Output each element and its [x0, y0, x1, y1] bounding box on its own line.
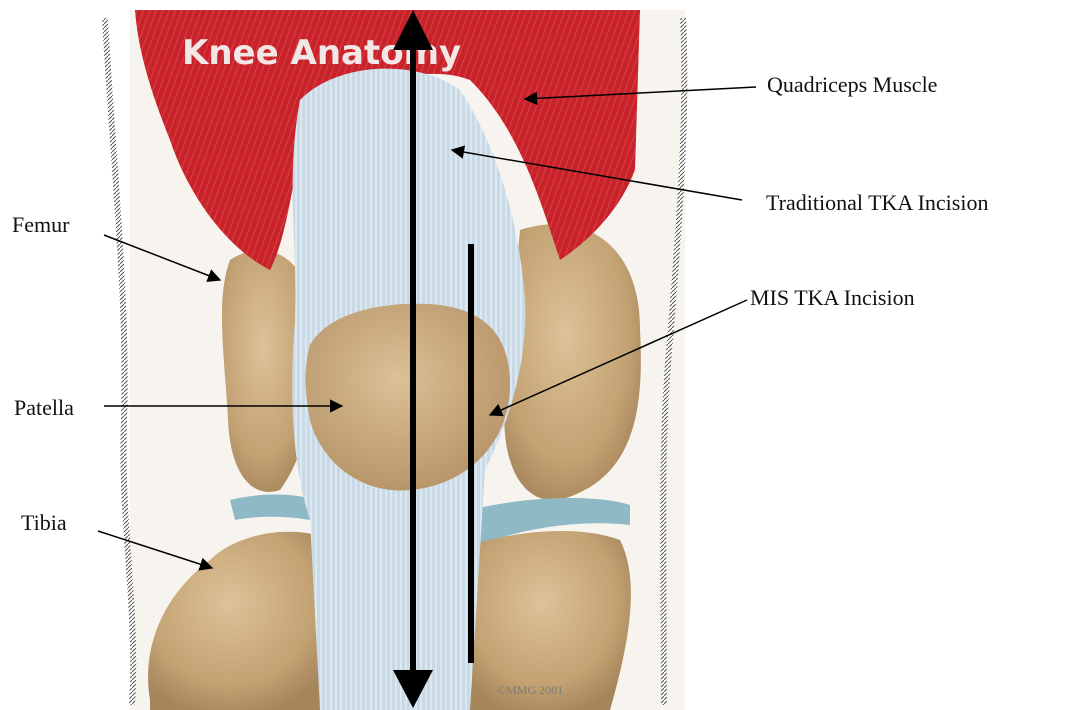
- patella-label: Patella: [14, 397, 74, 419]
- femur-label: Femur: [12, 214, 69, 236]
- tibia-label: Tibia: [21, 512, 67, 534]
- traditional-tka-incision-label: Traditional TKA Incision: [766, 192, 988, 214]
- mis-tka-incision-label: MIS TKA Incision: [750, 287, 915, 309]
- left-border-line: [105, 18, 133, 705]
- illustration-copyright: ©MMG 2001: [497, 683, 563, 697]
- quadriceps-muscle-label: Quadriceps Muscle: [767, 74, 937, 96]
